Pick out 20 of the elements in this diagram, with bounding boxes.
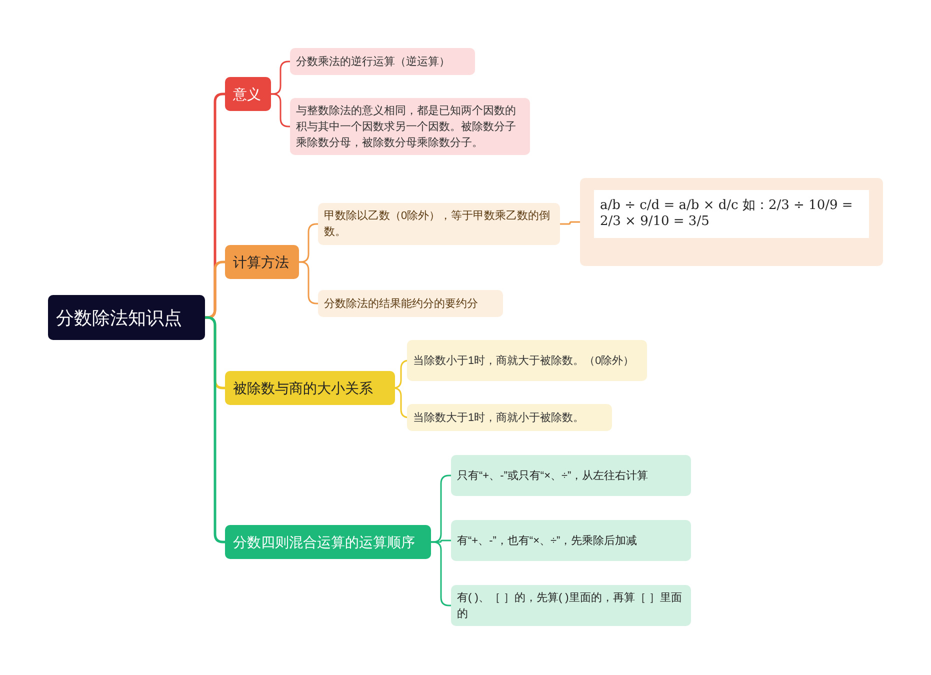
connector-line — [560, 221, 580, 225]
formula-text: a/b ÷ c/d = a/b × d/c 如：2/3 ÷ 10/9 = 2/3 × 9/10 = 3/5 — [594, 190, 869, 238]
formula-box — [580, 178, 883, 266]
topic-box: 意义 — [225, 77, 271, 111]
connector-line — [205, 260, 225, 319]
connector-line — [205, 316, 225, 544]
subtopic-box: 当除数小于1时，商就大于被除数。（0除外） — [407, 340, 647, 381]
subtopic-box: 与整数除法的意义相同，都是已知两个因数的积与其中一个因数求另一个因数。被除数分子乘除数分母，被除数分母乘除数分子。 — [290, 98, 530, 155]
connector-line — [431, 541, 451, 606]
subtopic-box: 只有“+、-”或只有“×、÷”，从左往右计算 — [451, 455, 691, 496]
topic-box: 分数四则混合运算的运算顺序 — [225, 525, 431, 559]
subtopic-box: 有( )、［ ］的，先算( )里面的，再算［ ］里面的 — [451, 585, 691, 626]
subtopic-box: 分数乘法的逆行运算（逆运算） — [290, 48, 475, 75]
subtopic-box: 分数除法的结果能约分的要约分 — [318, 290, 503, 317]
topic-box: 被除数与商的大小关系 — [225, 371, 395, 405]
root-topic-box: 分数除法知识点 — [48, 295, 205, 340]
subtopic-box: 有“+、-”，也有“×、÷”，先乘除后加减 — [451, 520, 691, 561]
subtopic-box: 甲数除以乙数（0除外），等于甲数乘乙数的倒数。 — [318, 203, 560, 245]
topic-box: 计算方法 — [225, 245, 299, 279]
subtopic-box: 当除数大于1时，商就小于被除数。 — [407, 404, 612, 431]
